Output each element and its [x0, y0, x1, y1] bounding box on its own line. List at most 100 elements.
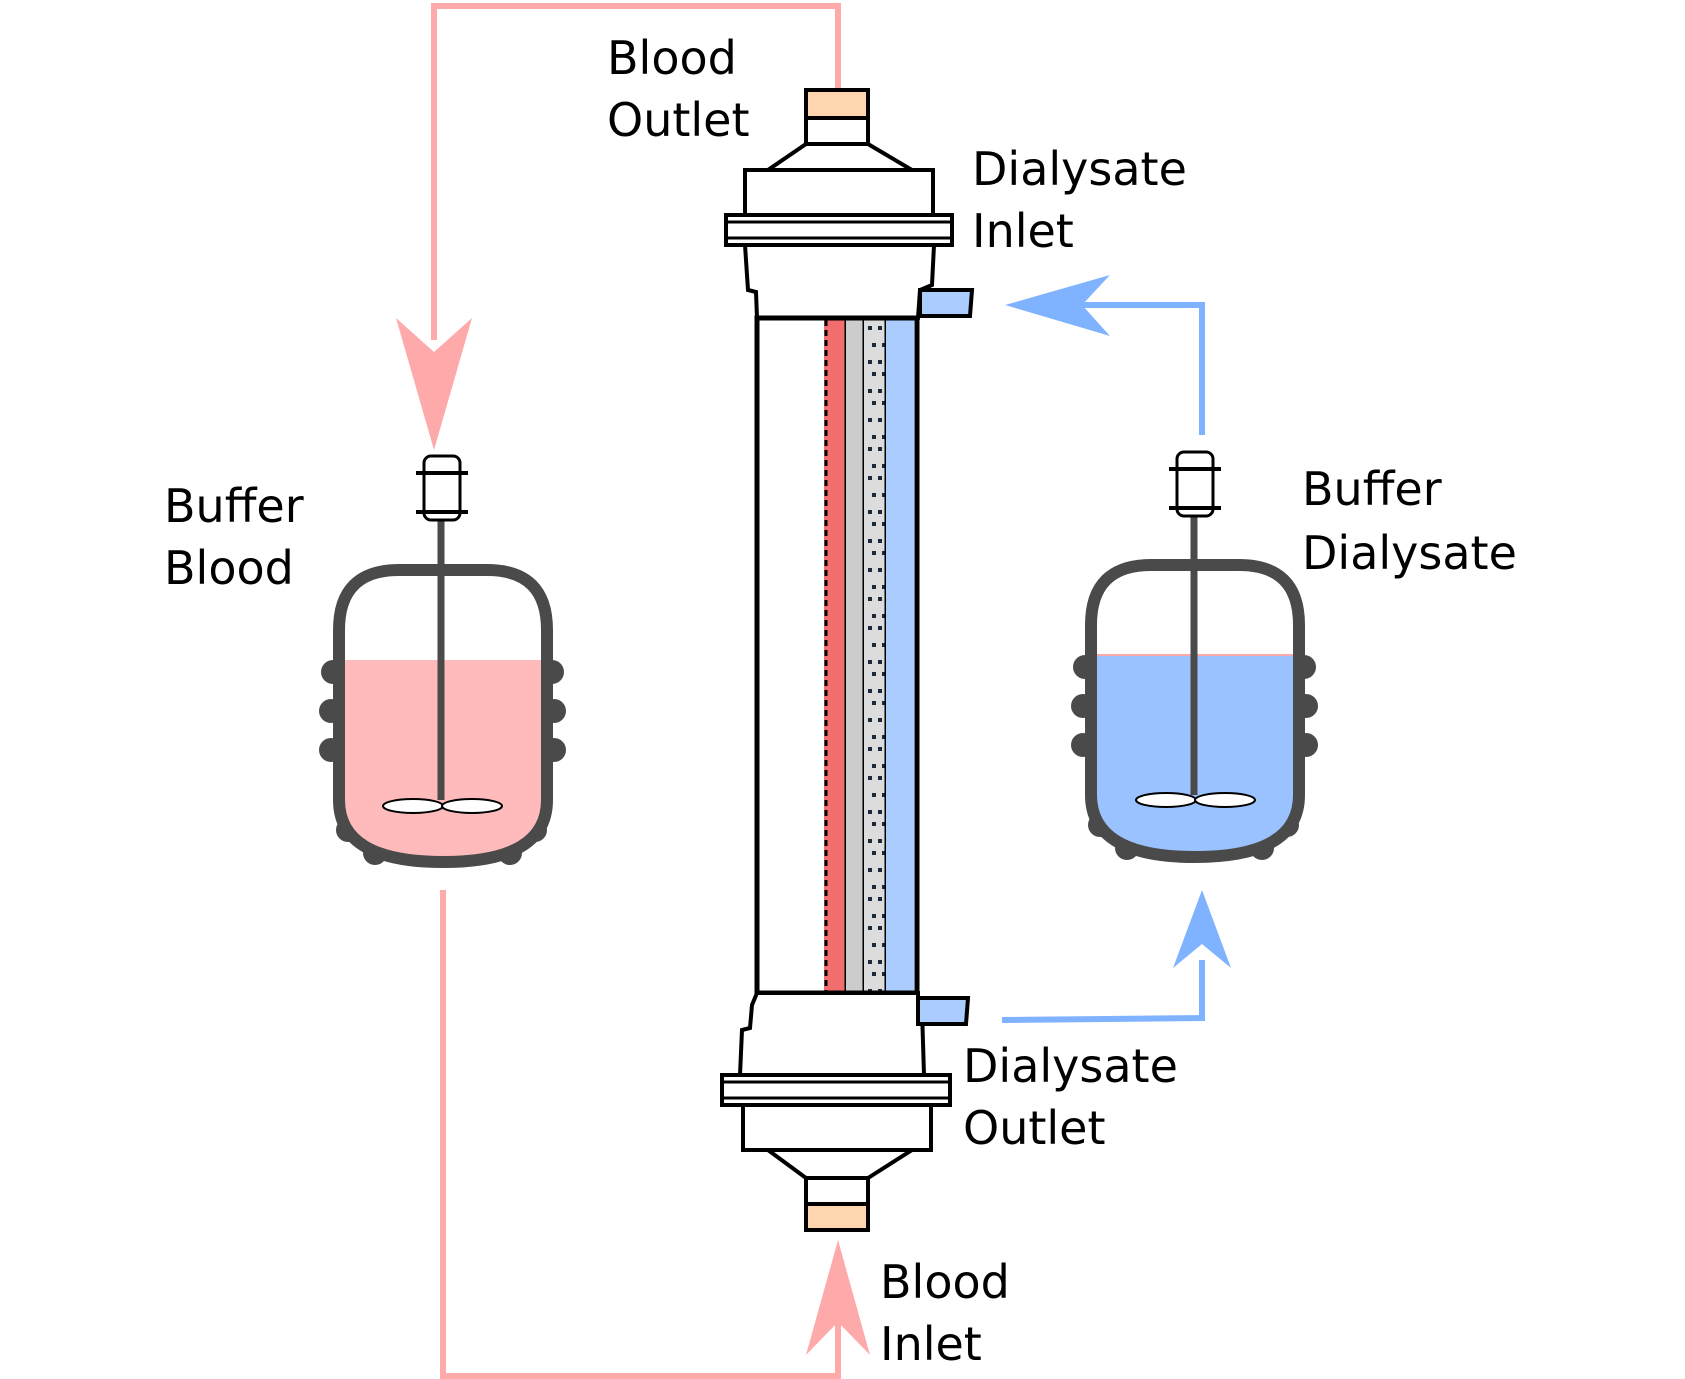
pore-dot: [872, 972, 876, 976]
blood-channel: [824, 320, 846, 992]
dialysate-inlet-port: [918, 288, 975, 318]
pore-dot: [868, 839, 872, 843]
pore-dot: [882, 885, 886, 889]
pore-dot: [872, 343, 876, 347]
pore-dot: [868, 718, 872, 722]
pore-dot: [872, 672, 876, 676]
pore-dot: [868, 539, 872, 543]
blood-impeller-blade-right: [441, 798, 503, 814]
pore-dot: [868, 418, 872, 422]
buffer-dialysate-label: Buffer Dialysate: [1302, 462, 1517, 580]
pore-dot: [868, 747, 872, 751]
blood-supply-line: [440, 890, 841, 1379]
pore-dot: [868, 776, 872, 780]
pore-dot: [872, 793, 876, 797]
pore-dot: [882, 551, 886, 555]
blood-inlet-label: Blood Inlet: [880, 1255, 1024, 1371]
pore-dot: [872, 914, 876, 918]
pore-dot: [872, 585, 876, 589]
pore-dot: [882, 793, 886, 797]
dialysate-vessel-wall: [1085, 559, 1305, 864]
pore-dot: [868, 689, 872, 693]
blood-outlet-port-cap: [804, 88, 870, 120]
bottom-flange-outer: [720, 1073, 952, 1107]
dialysate-outlet-label: Dialysate Outlet: [963, 1039, 1193, 1155]
pore-dot: [872, 551, 876, 555]
dialyzer: [720, 88, 975, 1232]
pore-dot: [872, 643, 876, 647]
top-flange-outer: [724, 213, 954, 247]
pore-dot: [872, 493, 876, 497]
pore-dot: [882, 493, 886, 497]
pore-dot: [868, 476, 872, 480]
pore-dot: [882, 585, 886, 589]
pore-dot: [882, 401, 886, 405]
pore-dot: [872, 701, 876, 705]
pore-dot: [868, 326, 872, 330]
pore-dot: [868, 868, 872, 872]
dialysate-channel: [886, 320, 914, 992]
pore-dot: [872, 522, 876, 526]
pore-dot: [878, 776, 882, 780]
buffer-dialysate-vessel: [1071, 450, 1318, 864]
pore-dot: [882, 735, 886, 739]
blood-flow-loop: [396, 3, 870, 1379]
pore-dot: [882, 343, 886, 347]
pore-dot: [878, 326, 882, 330]
dialysate-inlet-label: Dialysate Inlet: [972, 142, 1202, 258]
pore-dot: [878, 626, 882, 630]
pore-dot: [882, 851, 886, 855]
pore-dot: [872, 614, 876, 618]
pore-dot: [868, 810, 872, 814]
bottom-collar: [737, 991, 927, 1077]
pore-dot: [868, 897, 872, 901]
pore-dot: [868, 660, 872, 664]
pore-dot: [868, 568, 872, 572]
pore-dot: [878, 597, 882, 601]
blood-outlet-label: Blood Outlet: [607, 31, 751, 147]
blood-outlet-port-neck: [804, 116, 870, 146]
buffer-blood-label: Buffer Blood: [164, 479, 318, 595]
pore-dot: [868, 510, 872, 514]
membrane-layer: [846, 320, 864, 992]
pore-dot: [868, 447, 872, 451]
pore-dot: [878, 660, 882, 664]
pore-dot: [872, 943, 876, 947]
pore-dot: [878, 539, 882, 543]
pore-dot: [878, 897, 882, 901]
pore-dot: [878, 689, 882, 693]
pore-dot: [882, 914, 886, 918]
pore-dot: [878, 447, 882, 451]
dialysate-flow-loop: [1001, 275, 1231, 1023]
blood-supply-arrowhead: [806, 1240, 870, 1355]
pore-dot: [872, 885, 876, 889]
dialysate-supply-line: [1060, 302, 1205, 435]
pore-dot: [872, 764, 876, 768]
pore-dot: [868, 389, 872, 393]
blood-return-arrowhead: [396, 318, 472, 450]
pore-dot: [872, 851, 876, 855]
top-cap-cone: [761, 142, 920, 172]
dialysate-outflow-line: [1001, 960, 1205, 1023]
pore-dot: [868, 926, 872, 930]
pore-dot: [882, 643, 886, 647]
pore-dot: [868, 597, 872, 601]
dialysate-supply-arrowhead: [1005, 275, 1110, 336]
pore-dot: [878, 839, 882, 843]
pore-dot: [872, 822, 876, 826]
blood-impeller-blade-left: [382, 798, 444, 814]
pore-dot: [878, 747, 882, 751]
bottom-cap-cone: [761, 1148, 919, 1180]
pore-dot: [882, 435, 886, 439]
pore-dot: [882, 822, 886, 826]
pore-dot: [872, 464, 876, 468]
pore-dot: [878, 360, 882, 364]
pore-dot: [878, 476, 882, 480]
dialysate-outlet-port: [916, 996, 971, 1026]
pore-dot: [878, 389, 882, 393]
pore-dot: [878, 926, 882, 930]
top-header: [743, 168, 935, 217]
pore-dot: [882, 522, 886, 526]
bottom-header: [741, 1103, 933, 1152]
